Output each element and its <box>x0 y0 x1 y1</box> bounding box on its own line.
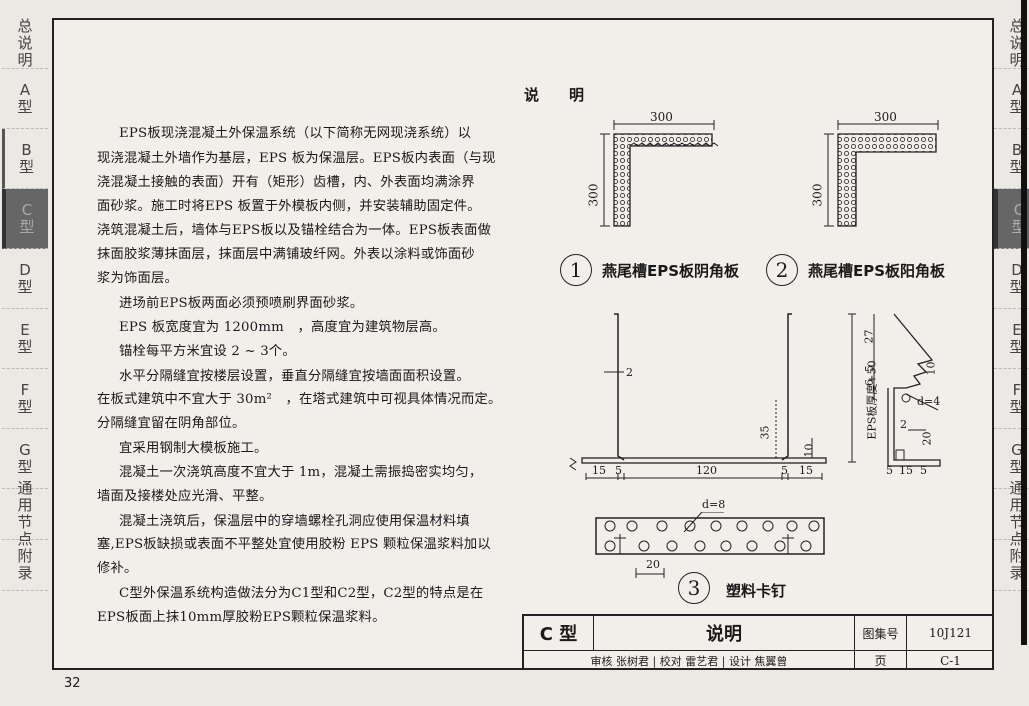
note-line: 修补。 <box>97 561 138 576</box>
eps-thickness-label: EPS板厚度+50 <box>865 360 879 440</box>
figure-1-caption: 燕尾槽EPS板阴角板 <box>602 262 740 280</box>
dim-label: 5 <box>886 464 893 477</box>
dim-label: 2 <box>626 366 633 379</box>
figure-number-3: 3 <box>678 572 710 604</box>
note-line: EPS板面上抹10mm厚胶粉EPS颗粒保温浆料。 <box>97 610 386 625</box>
tab-0[interactable]: 总说明 <box>2 17 48 69</box>
drawing-sheet: 说 明 EPS板现浇混凝土外保温系统（以下简称无网现浇系统）以 现浇混凝土外墙作… <box>52 18 994 670</box>
dim-label: 6 <box>863 379 876 386</box>
dim-label: 15 <box>592 464 606 477</box>
nail-front-drawing <box>569 313 827 480</box>
corner-board-outer-drawing <box>824 120 939 227</box>
tab-0[interactable]: 总说明 <box>994 17 1029 69</box>
figure-number-2: 2 <box>766 254 798 286</box>
note-line: 混凝土浇筑后，保温层中的穿墙螺栓孔洞应使用保温材料填 <box>119 514 470 529</box>
dim-label: 300 <box>586 183 601 207</box>
note-line: 水平分隔缝宜按楼层设置，垂直分隔缝宜按墙面面积设置。 <box>119 369 470 384</box>
plastic-nail-strip-drawing <box>595 512 825 578</box>
dim-label: 5 <box>781 464 788 477</box>
figure-number-1: 1 <box>560 254 592 286</box>
type-label: C 型 <box>524 616 594 650</box>
right-edge-bar <box>1021 0 1027 645</box>
signature-row: 审核 张树君 | 校对 雷艺君 | 设计 焦翼曾 <box>524 650 854 670</box>
note-line: 混凝土一次浇筑高度不宜大于 1m，混凝土需振捣密实均匀， <box>119 465 483 480</box>
page-code: C-1 <box>906 650 994 670</box>
dim-label: 300 <box>650 110 673 124</box>
tab-9[interactable]: 附录 <box>2 540 48 591</box>
note-line: 宜采用钢制大模板施工。 <box>119 441 268 456</box>
note-line: 锚栓每平方米宜设 2 ~ 3个。 <box>119 344 296 359</box>
note-line: 面砂浆。施工时将EPS 板置于外模板内侧，并安装辅助固定件。 <box>97 199 481 214</box>
note-line: 分隔缝宜留在阴角部位。 <box>97 416 246 431</box>
note-line: 墙面及接楼处应光滑、平整。 <box>97 489 273 504</box>
dim-label: 35 <box>758 425 772 440</box>
atlas-label: 图集号 <box>854 616 906 650</box>
dim-label: 10 <box>802 443 816 458</box>
note-line: 浇混凝土接触的表面）开有（矩形）齿槽，内、外表面均满涂界 <box>97 175 475 190</box>
page-label: 页 <box>854 650 906 670</box>
atlas-number: 10J121 <box>906 616 994 650</box>
title-block: C 型 说明 图集号 10J121 审核 张树君 | 校对 雷艺君 | 设计 焦… <box>522 614 994 670</box>
d-label: d=8 <box>702 498 726 511</box>
note-line: EPS 板宽度宜为 1200mm ，高度宜为建筑物层高。 <box>119 320 446 335</box>
dim-label: 300 <box>874 110 897 124</box>
dim-label: 10 <box>924 361 938 376</box>
page-number: 32 <box>64 676 81 691</box>
page-title: 说 明 <box>524 86 585 104</box>
dim-label: 15 <box>799 464 813 477</box>
figure-3-caption: 塑料卡钉 <box>726 582 787 600</box>
dim-label: 5 <box>615 464 622 477</box>
dim-label: 20 <box>920 431 934 446</box>
dim-label: 15 <box>899 464 913 477</box>
dim-label: 5 <box>920 464 927 477</box>
note-line: 抹面胶浆薄抹面层，抹面层中满铺玻纤网。外表以涂料或饰面砂 <box>97 247 475 262</box>
dim-label: 120 <box>696 464 717 477</box>
note-line: 现浇混凝土外墙作为基层，EPS 板为保温层。EPS板内表面（与现 <box>97 151 496 166</box>
tab-8[interactable]: 通用节点 <box>2 480 48 548</box>
dim-label: 5 <box>863 365 876 372</box>
tab-9[interactable]: 附录 <box>994 540 1029 591</box>
note-line: 进场前EPS板两面必须预喷刷界面砂浆。 <box>119 296 364 311</box>
note-line: 在板式建筑中不宜大于 30m² ，在塔式建筑中可视具体情况而定。 <box>97 392 502 407</box>
note-line: 浇筑混凝土后，墙体与EPS板以及锚栓结合为一体。EPS板表面做 <box>97 223 492 238</box>
dim-label: 2 <box>900 418 907 431</box>
note-line: 浆为饰面层。 <box>97 271 178 286</box>
note-line: EPS板现浇混凝土外保温系统（以下简称无网现浇系统）以 <box>119 126 472 141</box>
nail-side-drawing <box>848 313 941 467</box>
dim-label: 27 <box>862 329 876 344</box>
sheet-name: 说明 <box>706 624 742 645</box>
dim-label: d=4 <box>917 395 941 408</box>
note-line: 塞,EPS板缺损或表面不平整处宜使用胶粉 EPS 颗粒保温浆料加以 <box>97 537 491 552</box>
dim-label: 300 <box>810 183 825 207</box>
dim-label: 20 <box>646 558 660 571</box>
note-line: C型外保温系统构造做法分为C1型和C2型，C2型的特点是在 <box>119 586 484 601</box>
figure-2-caption: 燕尾槽EPS板阳角板 <box>808 262 946 280</box>
corner-board-inner-drawing <box>600 120 719 227</box>
